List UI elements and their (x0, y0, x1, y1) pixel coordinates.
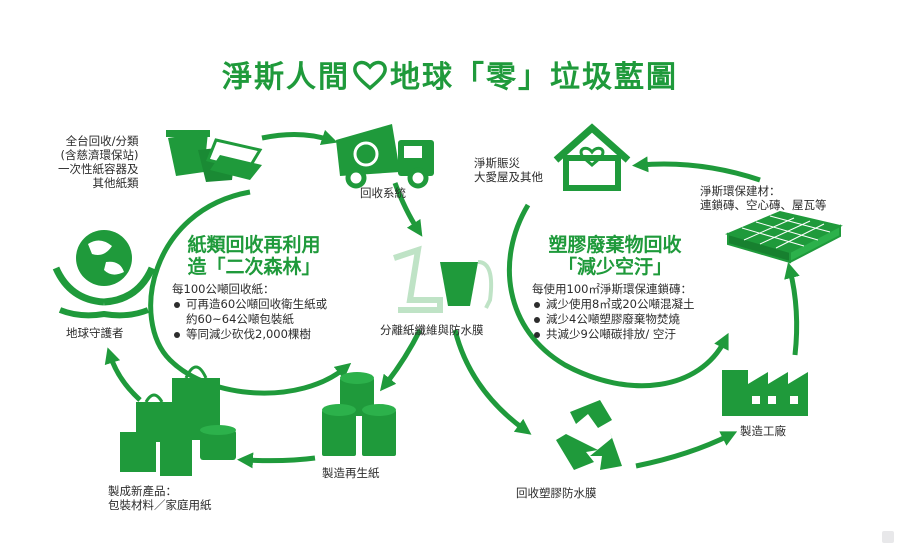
label-relief: 淨斯賑災 大愛屋及其他 (474, 156, 543, 184)
paper-bullet-cont: 約60~64公噸包裝紙 (172, 312, 327, 327)
paper-bullet: 等同減少砍伐2,000棵樹 (172, 327, 327, 342)
paper-cycle-intro: 每100公噸回收紙： (172, 282, 275, 296)
title-part1: 淨斯人間 (222, 60, 350, 95)
shopping-bags-icon (120, 365, 236, 476)
label-line: (含慈濟環保站) (60, 148, 139, 162)
plastic-cycle-details: 每使用100㎡淨斯環保連鎖磚： 減少使用8㎥或20公噸混凝土 減少4公噸塑膠廢棄… (532, 282, 694, 342)
heart-icon (353, 60, 387, 91)
page-title: 淨斯人間 地球「零」垃圾藍圖 (0, 52, 900, 96)
label-line: 包裝材料／家庭用紙 (108, 498, 212, 512)
plastic-cycle-heading-line1: 塑膠廢棄物回收 (548, 234, 682, 256)
label-plastic-film: 回收塑膠防水膜 (516, 486, 597, 500)
label-line: 全台回收/分類 (65, 134, 139, 148)
label-line: 連鎖磚、空心磚、屋瓦等 (700, 198, 827, 212)
label-line: 製成新產品： (108, 484, 177, 498)
recycle-truck-icon (336, 124, 434, 189)
plastic-cycle-heading: 塑膠廢棄物回收 「減少空汙」 (540, 234, 690, 278)
label-recycled-paper: 製造再生紙 (322, 466, 380, 480)
label-building-materials: 淨斯環保建材： 連鎖磚、空心磚、屋瓦等 (700, 184, 827, 212)
house-heart-icon (553, 123, 631, 191)
paper-bullet-text: 約60~64公噸包裝紙 (186, 312, 294, 326)
paper-cycle-heading: 紙類回收再利用 造「二次森林」 (174, 234, 334, 278)
paper-cycle-details: 每100公噸回收紙： 可再造60公噸回收衛生紙或 約60~64公噸包裝紙 等同減… (172, 282, 327, 342)
label-line: 淨斯環保建材： (700, 184, 781, 198)
paper-rolls-icon (322, 372, 396, 456)
plastic-bullet: 減少4公噸塑膠廢棄物焚燒 (532, 312, 694, 327)
paper-cups-icon (166, 130, 263, 182)
label-factory: 製造工廠 (740, 424, 786, 438)
paper-bullet: 可再造60公噸回收衛生紙或 (172, 297, 327, 312)
plastic-cycle-heading-line2: 「減少空汙」 (557, 256, 672, 278)
label-line: 其他紙類 (92, 176, 139, 190)
plastic-cycle-intro: 每使用100㎡淨斯環保連鎖磚： (532, 282, 692, 296)
label-line: 一次性紙容器及 (58, 162, 139, 176)
label-line: 大愛屋及其他 (474, 170, 543, 184)
plastic-bullet: 減少使用8㎥或20公噸混凝土 (532, 297, 694, 312)
label-recycle-system: 回收系統 (360, 186, 406, 200)
label-separate: 分離紙纖維與防水膜 (380, 323, 484, 337)
flow-arrows (104, 129, 800, 469)
corner-marker (882, 531, 894, 543)
recycle-arrows-icon (556, 400, 622, 470)
earth-hands-icon (52, 230, 156, 319)
factory-icon (722, 370, 808, 416)
paper-cycle-heading-line1: 紙類回收再利用 (187, 234, 321, 256)
label-recycle-sort: 全台回收/分類 (含慈濟環保站) 一次性紙容器及 其他紙類 (58, 134, 139, 190)
label-earth-guardian: 地球守護者 (66, 326, 124, 340)
title-part2: 地球「零」垃圾藍圖 (390, 60, 678, 95)
bricks-icon (725, 210, 843, 264)
label-line: 淨斯賑災 (474, 156, 520, 170)
filter-icon (393, 245, 494, 313)
label-new-products: 製成新產品： 包裝材料／家庭用紙 (108, 484, 212, 512)
paper-cycle-heading-line2: 造「二次森林」 (187, 256, 321, 278)
plastic-bullet: 共減少9公噸碳排放/ 空汙 (532, 327, 694, 342)
